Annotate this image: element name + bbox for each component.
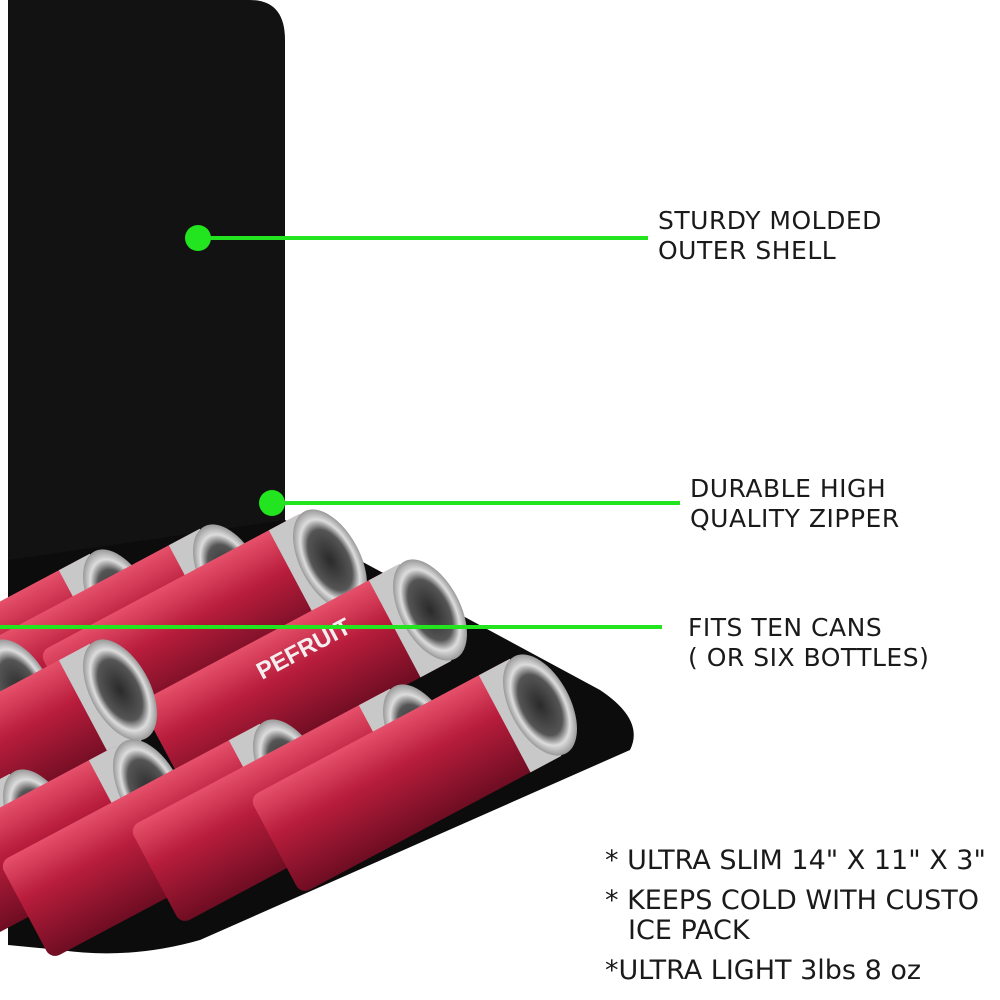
feature-cold-cont: ICE PACK <box>628 915 750 946</box>
feature-light: *ULTRA LIGHT 3lbs 8 oz <box>605 955 922 986</box>
callout-dot <box>185 225 211 251</box>
callout-text: FITS TEN CANS <box>688 613 883 642</box>
can-end <box>503 654 577 756</box>
can-end <box>83 639 157 741</box>
callout-text: QUALITY ZIPPER <box>690 504 900 533</box>
callout-text: ( OR SIX BOTTLES) <box>688 643 930 672</box>
can <box>252 654 577 891</box>
callout-text: STURDY MOLDED <box>658 206 882 235</box>
callout-lines <box>0 225 680 629</box>
callout-dot <box>259 490 285 516</box>
callout-outer-shell: STURDY MOLDED OUTER SHELL <box>658 206 882 266</box>
cans <box>0 509 577 1000</box>
case-lid <box>8 0 285 560</box>
callout-capacity: FITS TEN CANS ( OR SIX BOTTLES) <box>688 613 929 673</box>
can <box>0 639 157 876</box>
can-end <box>393 559 467 661</box>
callout-text: DURABLE HIGH <box>690 474 887 503</box>
feature-cold: * KEEPS COLD WITH CUSTO <box>605 885 979 916</box>
can-end <box>293 509 367 611</box>
can <box>142 559 467 796</box>
feature-slim: * ULTRA SLIM 14" X 11" X 3" <box>605 845 986 876</box>
callout-zipper: DURABLE HIGH QUALITY ZIPPER <box>690 474 900 534</box>
callout-text: OUTER SHELL <box>658 236 837 265</box>
